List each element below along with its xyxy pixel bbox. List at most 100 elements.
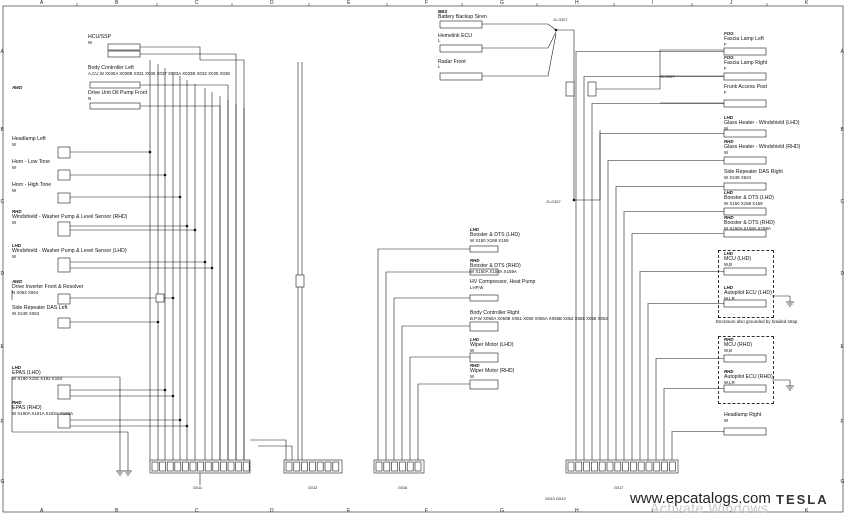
right-wire <box>639 271 724 463</box>
grid-row-label: A <box>0 49 4 55</box>
right-component-connector <box>723 72 767 81</box>
grid-col-label-bottom: K <box>805 508 809 514</box>
left-item-title: HCU/SSP <box>88 34 112 40</box>
ground-terminal <box>591 461 598 472</box>
ground-terminal <box>399 461 406 472</box>
middle-item-tag: RHD <box>470 258 480 263</box>
left-item-tag: RHD <box>12 400 22 405</box>
ground-terminal <box>645 461 653 472</box>
grid-col-label: G <box>500 0 504 6</box>
du-wire <box>140 105 221 463</box>
right-component-connector <box>723 427 767 436</box>
left-item-wire: W <box>12 187 17 193</box>
middle-item-title: Booster & DTS (RHD) <box>470 263 521 269</box>
wire-junction <box>210 266 214 270</box>
left-item-title: EPAS (RHD) <box>12 405 42 411</box>
ground-terminal <box>661 461 668 472</box>
epas-ground-wire <box>12 376 121 465</box>
ground-terminal <box>669 461 676 472</box>
activate-windows-watermark: Activate Windows <box>650 500 769 516</box>
ground-terminal <box>151 461 159 472</box>
right-item-title: Autopilot ECU (RHD) <box>724 374 773 380</box>
ground-terminal <box>189 461 197 472</box>
middle-wire <box>385 271 470 463</box>
connector-hcu-1 <box>107 43 141 51</box>
connector-homelink <box>439 44 483 53</box>
left-item-title: Headlamp Left <box>12 136 46 142</box>
ground-terminal <box>301 461 308 472</box>
right-item-tag: LHD <box>724 115 734 120</box>
top-item-title: Homelink ECU <box>438 33 473 39</box>
wire-junction <box>163 388 167 392</box>
grid-row-label: B <box>0 127 4 133</box>
right-item-wire: W,B <box>724 347 733 353</box>
ground-terminal <box>324 461 332 472</box>
grid-row-label-right: D <box>840 271 845 277</box>
right-item-tag: RHD <box>724 337 734 342</box>
left-item-wire: W <box>12 253 17 259</box>
left-item-wire: W X190A X191A X192A X193A <box>12 410 74 416</box>
right-wire <box>631 233 724 463</box>
connector-du <box>89 102 141 110</box>
connector-wiper-lhd <box>469 352 499 363</box>
left-item-title: Horn - High Tone <box>12 182 52 188</box>
ground-terminal <box>174 461 182 472</box>
ground-terminal <box>575 461 583 472</box>
right-item-tag: LHD <box>724 285 734 290</box>
left-item-wire: W <box>12 219 17 225</box>
ground-terminal <box>285 461 293 472</box>
right-wire <box>655 358 724 463</box>
ground-terminal <box>166 461 174 472</box>
middle-item-title: Wiper Motor (RHD) <box>470 368 515 374</box>
right-wire <box>599 133 724 463</box>
wire-junction <box>185 224 189 228</box>
right-item-wire: F <box>724 41 727 47</box>
middle-wire <box>417 383 470 463</box>
grid-col-label-bottom: J <box>730 508 733 514</box>
right-wire <box>607 160 724 463</box>
right-item-wire: W X248 X524 <box>724 174 752 180</box>
grid-row-label: G <box>0 479 5 485</box>
right-wire <box>615 186 724 463</box>
grid-col-label-bottom: F <box>425 508 429 514</box>
ground-terminal <box>309 461 316 472</box>
ground-terminal <box>637 461 645 472</box>
right-wire <box>623 211 724 463</box>
wire-junction <box>178 418 182 422</box>
left-item-wire: W <box>12 164 17 170</box>
grid-row-label: F <box>0 419 4 425</box>
left-item-tag: AWD <box>12 279 23 284</box>
top-item-title: Battery Backup Siren <box>438 14 487 20</box>
left-item-tag: LHD <box>12 365 22 370</box>
bcl-wire <box>140 84 229 463</box>
hcu-wire-2 <box>140 53 237 463</box>
left-item-wire: W <box>12 141 17 147</box>
ground-terminal <box>159 461 166 472</box>
component-connector <box>57 146 71 159</box>
left-item-title: Drive Inverter Front & Resolver <box>12 284 84 290</box>
right-item-tag: RHD <box>724 215 734 220</box>
relay-symbol <box>155 293 165 303</box>
inline-fuse <box>295 274 305 288</box>
right-item-tag: RHD <box>724 139 734 144</box>
wire-junction <box>163 173 167 177</box>
right-wire <box>647 303 724 463</box>
left-item-title: Side Repeater DAS Left <box>12 305 68 311</box>
bbs-wire <box>482 23 557 31</box>
right-item-title: Autopilot ECU (LHD) <box>724 290 772 296</box>
grid-col-label-bottom: D <box>270 508 274 514</box>
grid-col-label: J <box>730 0 733 6</box>
component-connector <box>57 169 71 181</box>
right-item-wire: F <box>724 65 727 71</box>
connector-hvc <box>469 294 499 302</box>
grid-col-label: I <box>652 0 654 6</box>
right-item-title: Booster & DTS (RHD) <box>724 220 775 226</box>
middle-item-title: Wiper Motor (LHD) <box>470 342 514 348</box>
connector-hcu-2 <box>107 50 141 58</box>
right-item-title: Booster & DTS (LHD) <box>724 195 774 201</box>
ground-terminal <box>598 461 606 472</box>
right-item-title: Glass Heater - Windshield (RHD) <box>724 144 801 150</box>
top-item-title: Radar Front <box>438 59 466 65</box>
grid-row-label: C <box>0 199 5 205</box>
right-item-tag: FOG <box>724 31 734 36</box>
